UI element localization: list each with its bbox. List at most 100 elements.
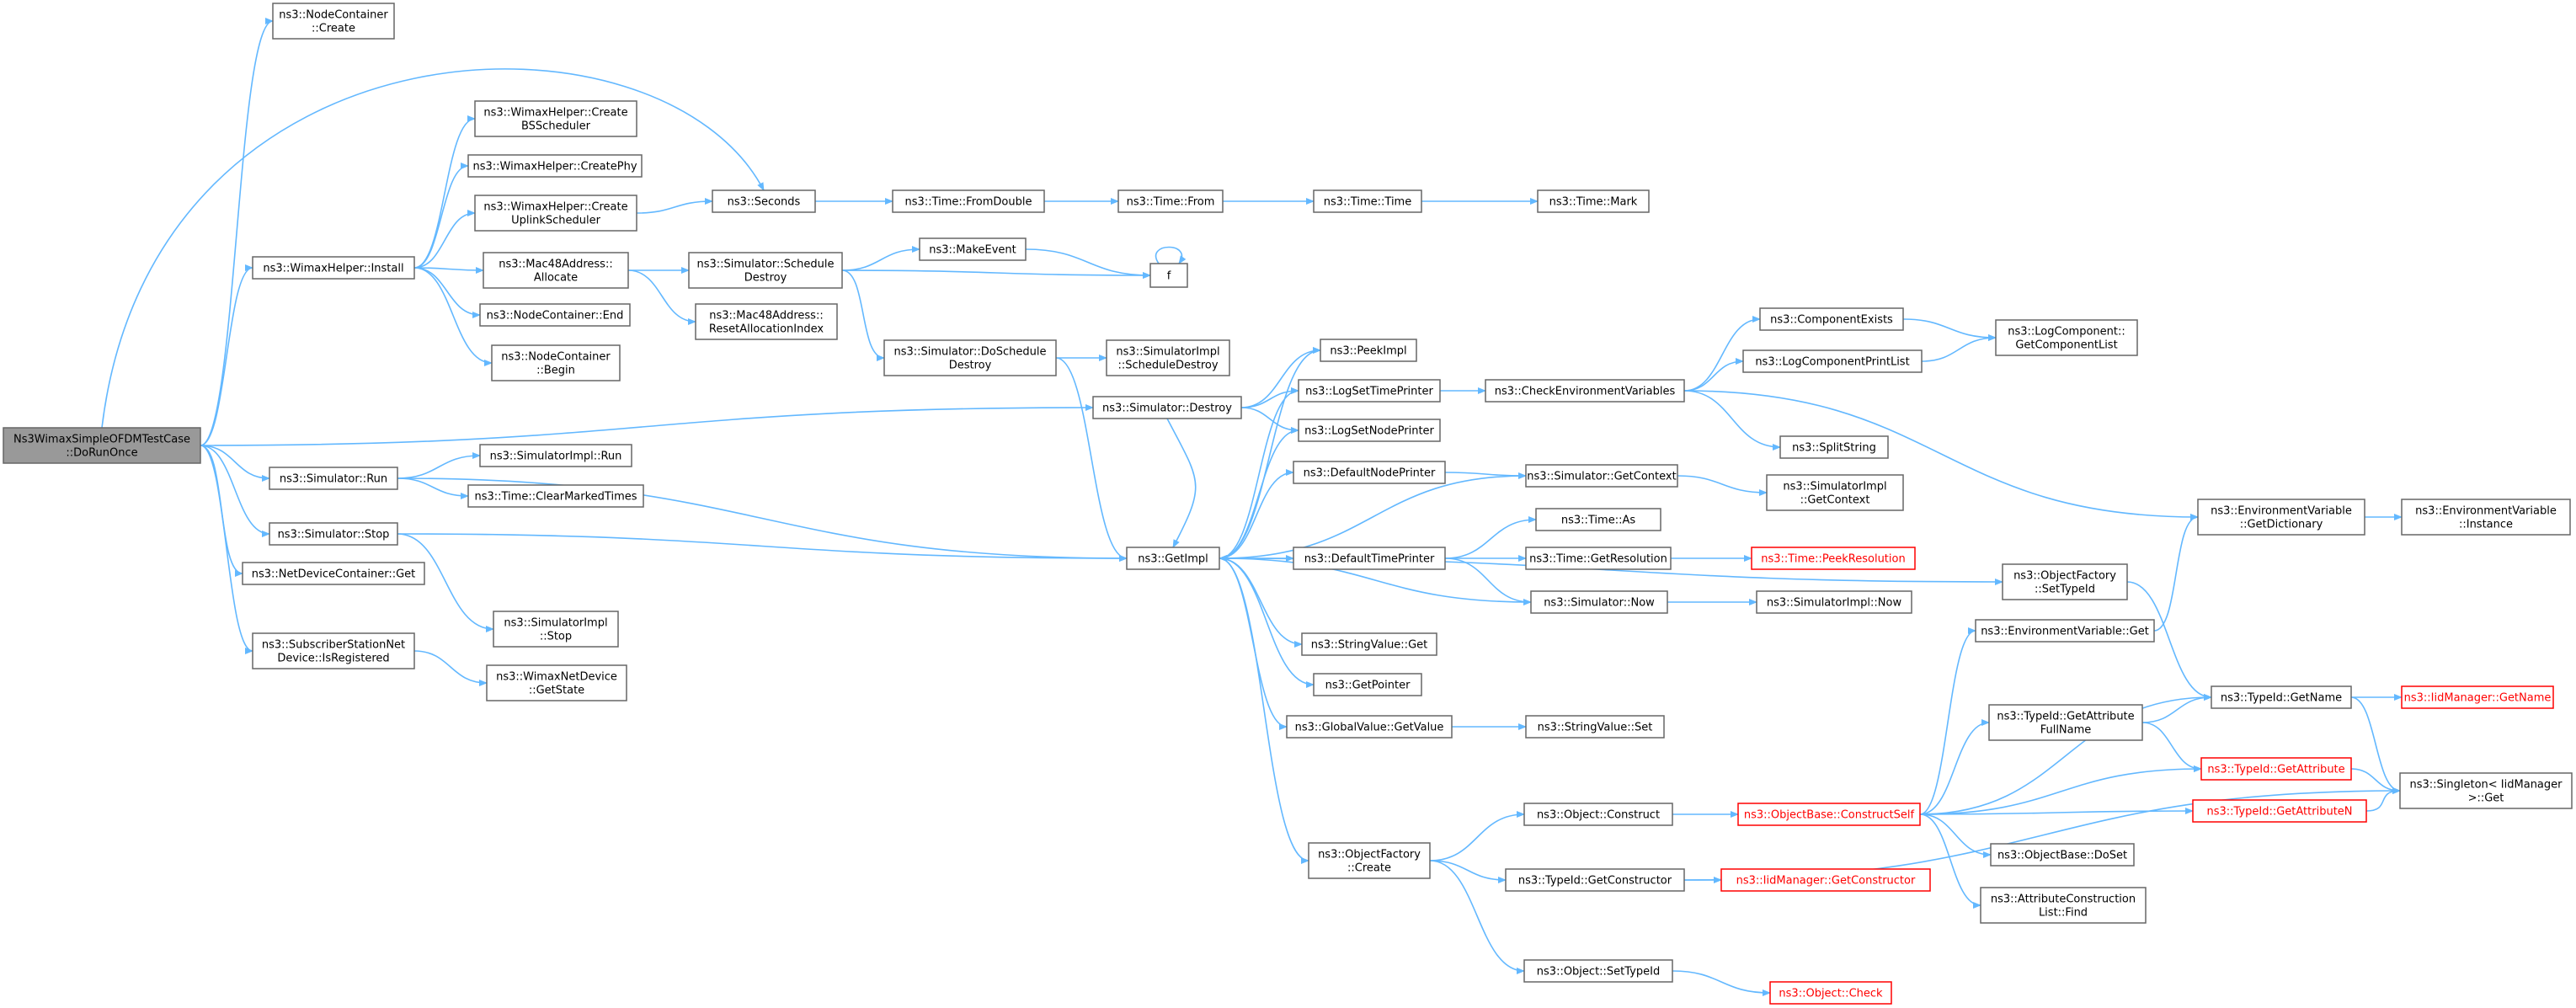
function-node-sim-getcontext[interactable]: ns3::Simulator::GetContext [1525,464,1678,488]
function-node-tid-getname[interactable]: ns3::TypeId::GetName [2211,685,2352,709]
function-node-tid-getattr[interactable]: ns3::TypeId::GetAttribute [2200,757,2352,781]
function-node-wh-phy[interactable]: ns3::WimaxHelper::CreatePhy [467,154,643,178]
node-box [1313,189,1422,213]
function-node-simimpl-stop[interactable]: ns3::SimulatorImpl::Stop [493,611,619,648]
node-label: Device::IsRegistered [277,653,389,665]
call-edge-check-env-to-envvar-getdict [1683,390,2199,520]
call-edge-root-to-ssnd-isreg [200,445,253,654]
function-node-sim-sched-destroy[interactable]: ns3::Simulator::ScheduleDestroy [688,252,843,289]
function-node-sim-destroy[interactable]: ns3::Simulator::Destroy [1092,396,1242,419]
function-node-logsettime[interactable]: ns3::LogSetTimePrinter [1298,379,1441,403]
function-node-root[interactable]: Ns3WimaxSimpleOFDMTestCase::DoRunOnce [3,427,201,464]
function-node-peekimpl[interactable]: ns3::PeekImpl [1320,339,1417,362]
function-node-ndc-get[interactable]: ns3::NetDeviceContainer::Get [242,562,425,585]
call-edge-root-to-wh-install [200,264,253,446]
function-node-simimpl-run[interactable]: ns3::SimulatorImpl::Run [479,444,632,467]
function-node-logsetnode[interactable]: ns3::LogSetNodePrinter [1298,419,1441,442]
node-label: ResetAllocationIndex [709,323,824,336]
function-node-sim-stop[interactable]: ns3::Simulator::Stop [269,522,398,546]
node-box [1742,349,1923,373]
function-node-wnd-getstate[interactable]: ns3::WimaxNetDevice::GetState [486,664,627,701]
function-node-objbase-doset[interactable]: ns3::ObjectBase::DoSet [1990,843,2135,867]
function-node-of-create[interactable]: ns3::ObjectFactory::Create [1308,842,1431,879]
function-node-envvar-getdict[interactable]: ns3::EnvironmentVariable::GetDictionary [2197,499,2365,536]
function-node-deftime[interactable]: ns3::DefaultTimePrinter [1293,547,1446,570]
function-node-objbase-construct[interactable]: ns3::ObjectBase::ConstructSelf [1737,803,1921,826]
node-label: ns3::Time::GetResolution [1529,553,1667,566]
function-node-iid-getctor[interactable]: ns3::IidManager::GetConstructor [1720,868,1931,892]
node-label: ns3::ObjectBase::DoSet [1997,850,2127,862]
node-label: ::Stop [540,631,572,643]
function-node-nc-begin[interactable]: ns3::NodeContainer::Begin [491,344,621,381]
function-node-splitstring[interactable]: ns3::SplitString [1779,435,1889,459]
function-node-seconds[interactable]: ns3::Seconds [712,189,816,213]
node-box [1126,547,1220,570]
function-node-wh-install[interactable]: ns3::WimaxHelper::Install [252,256,415,280]
function-node-iid-getname[interactable]: ns3::IidManager::GetName [2401,685,2554,709]
function-node-obj-construct[interactable]: ns3::Object::Construct [1523,803,1673,826]
function-node-tid-getctor[interactable]: ns3::TypeId::GetConstructor [1505,868,1685,892]
function-node-sim-run[interactable]: ns3::Simulator::Run [269,467,398,490]
call-edge-root-to-sim-destroy [200,404,1094,446]
node-box [1525,547,1672,570]
node-box [252,632,415,669]
function-node-comp-exists[interactable]: ns3::ComponentExists [1759,307,1904,331]
node-label: ns3::SimulatorImpl [504,617,607,630]
node-box [1751,547,1916,570]
function-node-simimpl-now[interactable]: ns3::SimulatorImpl::Now [1756,590,1912,614]
call-edge-root-to-sim-stop [200,445,270,537]
function-node-time-fromdouble[interactable]: ns3::Time::FromDouble [892,189,1045,213]
call-edge-wh-install-to-nc-begin [413,267,493,366]
function-node-nc-end[interactable]: ns3::NodeContainer::End [479,303,631,327]
call-edge-of-create-to-tid-getctor [1429,860,1507,883]
function-node-time-cmt[interactable]: ns3::Time::ClearMarkedTimes [467,484,644,508]
function-node-make-event[interactable]: ns3::MakeEvent [919,237,1027,261]
function-node-time-getres[interactable]: ns3::Time::GetResolution [1525,547,1672,570]
function-node-getimpl[interactable]: ns3::GetImpl [1126,547,1220,570]
function-node-obj-check[interactable]: ns3::Object::Check [1769,981,1892,1005]
node-box [2192,799,2367,823]
function-node-tid-getattrn[interactable]: ns3::TypeId::GetAttributeN [2192,799,2367,823]
function-node-time-mark[interactable]: ns3::Time::Mark [1537,189,1650,213]
function-node-time-time[interactable]: ns3::Time::Time [1313,189,1422,213]
function-node-envvar-get[interactable]: ns3::EnvironmentVariable::Get [1975,619,2155,643]
function-node-obj-settypeid[interactable]: ns3::Object::SetTypeId [1523,959,1673,983]
function-node-ssnd-isreg[interactable]: ns3::SubscriberStationNetDevice::IsRegis… [252,632,415,669]
function-node-envvar-instance[interactable]: ns3::EnvironmentVariable::Instance [2401,499,2571,536]
function-node-of-settypeid[interactable]: ns3::ObjectFactory::SetTypeId [2002,563,2128,600]
call-edge-wh-install-to-wh-uls [413,210,476,269]
function-node-time-peekres[interactable]: ns3::Time::PeekResolution [1751,547,1916,570]
node-label: ns3::TypeId::GetAttribute [2207,764,2344,776]
function-node-f[interactable]: f [1149,263,1188,288]
function-node-strval-set[interactable]: ns3::StringValue::Set [1525,715,1665,739]
node-label: ns3::Seconds [728,196,801,209]
call-edge-sim-destroy-to-logsetnode [1240,407,1299,434]
function-node-strval-get[interactable]: ns3::StringValue::Get [1301,632,1437,656]
function-node-nc-create[interactable]: ns3::NodeContainer::Create [272,3,395,40]
function-node-mac-reset[interactable]: ns3::Mac48Address::ResetAllocationIndex [695,303,838,340]
node-box [467,484,644,508]
function-node-defnode[interactable]: ns3::DefaultNodePrinter [1293,461,1446,484]
function-node-singleton-get[interactable]: ns3::Singleton< IidManager>::Get [2399,772,2573,809]
function-node-sim-now[interactable]: ns3::Simulator::Now [1530,590,1668,614]
function-node-simimpl-getcontext[interactable]: ns3::SimulatorImpl::GetContext [1766,474,1904,511]
function-node-time-from[interactable]: ns3::Time::From [1117,189,1224,213]
function-node-mac-alloc[interactable]: ns3::Mac48Address::Allocate [483,252,629,289]
function-node-check-env[interactable]: ns3::CheckEnvironmentVariables [1485,379,1685,403]
node-label: ns3::DefaultNodePrinter [1304,467,1436,480]
function-node-logcomp-printlist[interactable]: ns3::LogComponentPrintList [1742,349,1923,373]
function-node-time-as[interactable]: ns3::Time::As [1535,508,1661,531]
function-node-simimpl-sched-destroy[interactable]: ns3::SimulatorImpl::ScheduleDestroy [1106,339,1230,376]
function-node-getpointer[interactable]: ns3::GetPointer [1313,673,1422,696]
node-label: Ns3WimaxSimpleOFDMTestCase [13,434,190,446]
node-label: ns3::IidManager::GetName [2404,692,2552,705]
function-node-logcomp-getlist[interactable]: ns3::LogComponent::GetComponentList [1995,319,2138,356]
function-node-gv-getvalue[interactable]: ns3::GlobalValue::GetValue [1286,715,1453,739]
call-edge-of-create-to-obj-settypeid [1429,860,1525,974]
call-edge-objbase-construct-to-objbase-doset [1919,813,1992,858]
